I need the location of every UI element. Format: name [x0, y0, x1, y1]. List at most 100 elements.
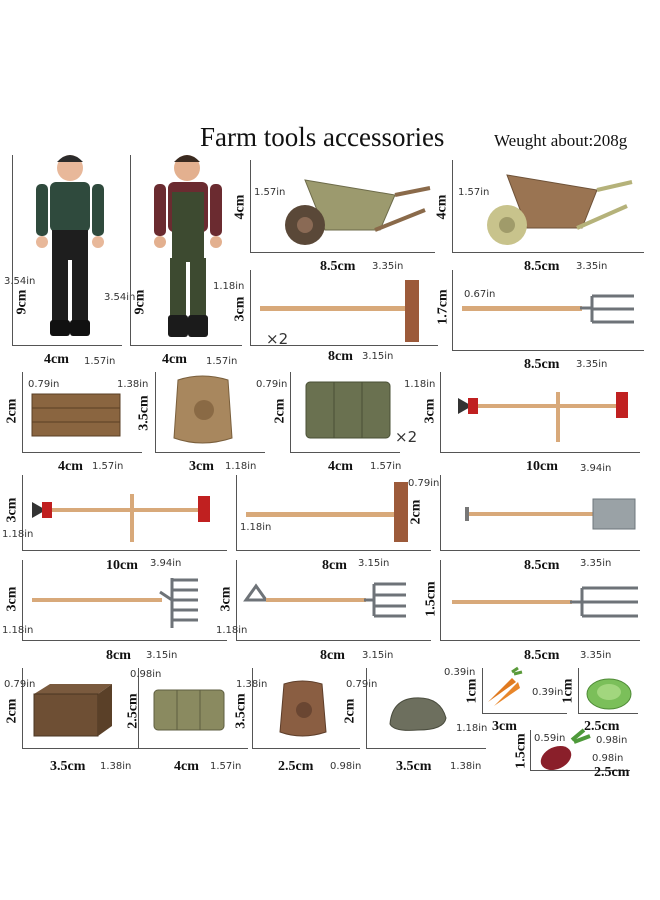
wheelbarrow-icon — [487, 174, 633, 245]
height-label: 1cm — [464, 678, 480, 704]
width-inch-label: 3.15in — [358, 558, 390, 569]
item-rake: 3cm 1.18in 8cm 3.15in — [2, 560, 232, 663]
weight-label: Weught about:208g — [494, 131, 628, 150]
height-label: 2cm — [342, 698, 358, 724]
width-label: 8.5cm — [524, 648, 560, 663]
height-label: 3cm — [232, 296, 248, 322]
width-inch-label: 0.98in — [596, 735, 628, 746]
item-fork-d: 3cm 1.18in 8cm 3.15in — [216, 560, 436, 663]
wheelbarrow-icon — [285, 179, 431, 245]
width-inch-label: 1.57in — [84, 356, 116, 367]
hay-bale-icon — [305, 381, 391, 439]
rock-icon — [389, 697, 447, 731]
width-label: 10cm — [526, 459, 558, 474]
height-inch-label: 0.79in — [28, 379, 60, 390]
item-carrots: 1cm 0.39in 0.39in 3cm 1.18in — [444, 666, 572, 734]
height-inch-label: 0.79in — [346, 679, 378, 690]
height-inch-label: 1.18in — [216, 625, 248, 636]
width-inch-label: 3.35in — [580, 558, 612, 569]
item-fork-long: 1.5cm 8.5cm 3.35in — [424, 560, 645, 663]
width-label: 4cm — [44, 352, 69, 367]
height-inch-label: 1.18in — [404, 379, 436, 390]
beet-icon — [540, 728, 591, 771]
height-inch-label: 0.79in — [256, 379, 288, 390]
width-label: 8cm — [320, 648, 345, 663]
height-inch-label: 0.98in — [130, 669, 162, 680]
width-label: 2.5cm — [278, 759, 314, 774]
width-inch-label: 3.94in — [150, 558, 182, 569]
height-inch-label: 1.57in — [458, 187, 490, 198]
item-farmer-1: 9cm 3.54in 4cm 1.57in 3.54in — [4, 155, 135, 367]
box-icon — [33, 684, 112, 737]
height-label: 3cm — [422, 398, 438, 424]
trimmer-icon — [32, 494, 210, 542]
shovel-icon — [465, 498, 636, 530]
height-label: 1cm — [560, 678, 576, 704]
height-label: 3.5cm — [233, 693, 249, 729]
height-label: 1.5cm — [423, 581, 439, 617]
height-label: 2cm — [272, 398, 288, 424]
height-label: 3cm — [4, 497, 20, 523]
quantity-label: ×2 — [395, 428, 418, 446]
height-label: 4cm — [434, 194, 450, 220]
width-label: 8cm — [328, 349, 353, 364]
push-broom-icon — [246, 482, 408, 542]
broom-icon — [260, 280, 419, 342]
height-label: 1.7cm — [435, 289, 451, 325]
width-label: 8cm — [106, 648, 131, 663]
width-label: 8.5cm — [524, 259, 560, 274]
height-inch-label: 0.79in — [4, 679, 36, 690]
item-crate: 2cm 0.79in 4cm 1.57in — [4, 372, 147, 474]
width-label: 4cm — [328, 459, 353, 474]
height-label: 4cm — [232, 194, 248, 220]
item-beet: 1.5cm 0.59in 0.98in 2.5cm — [514, 728, 640, 790]
quantity-label: ×2 — [266, 330, 289, 348]
fork-icon — [452, 586, 638, 618]
width-label: 4cm — [162, 352, 187, 367]
height-inch-label: 1.38in — [236, 679, 268, 690]
item-shovel: 8.5cm 3.35in — [440, 475, 645, 573]
height-inch-label: 0.79in — [408, 478, 440, 489]
item-hay-small: 2.5cm 0.98in 4cm 1.57in — [126, 668, 250, 774]
width-inch-label: 3.15in — [362, 351, 394, 362]
width-label: 3cm — [492, 719, 517, 734]
trimmer-icon — [458, 392, 628, 442]
hay-bale-icon — [153, 689, 225, 731]
item-sack: 3.5cm 1.38in 3cm 1.18in — [117, 372, 270, 474]
width-inch-label: 1.18in — [456, 723, 488, 734]
height-inch-label: 1.18in — [213, 281, 245, 292]
item-pitchfork-short: 1.7cm 0.67in 8.5cm 3.35in — [436, 270, 647, 372]
height-inch-label: 1.18in — [2, 529, 34, 540]
height-inch-label: 0.59in — [534, 733, 566, 744]
item-lettuce: 1cm 2.5cm 0.98in — [560, 668, 650, 746]
height-inch-label: 0.67in — [464, 289, 496, 300]
width-label: 3cm — [189, 459, 214, 474]
pitchfork-icon — [462, 294, 634, 324]
item-wheelbarrow-2: 4cm 1.57in 8.5cm 3.35in — [434, 160, 647, 274]
side-inch-label: 3.54in — [104, 292, 136, 303]
width-inch-label: 1.38in — [100, 761, 132, 772]
width-label: 2.5cm — [584, 719, 620, 734]
item-trimmer-1: 3cm 1.18in 10cm 3.94in — [404, 372, 645, 474]
width-label: 4cm — [58, 459, 83, 474]
height-inch-label: 1.38in — [117, 379, 149, 390]
farmer-figure — [154, 155, 222, 337]
width-label: 8.5cm — [524, 558, 560, 573]
height-label: 2cm — [4, 698, 20, 724]
width-inch-label: 3.35in — [576, 261, 608, 272]
width-label: 3.5cm — [50, 759, 86, 774]
item-broom: 3cm 1.18in 8cm 3.15in ×2 — [213, 270, 445, 364]
width-inch-label: 1.18in — [225, 461, 257, 472]
width-inch-label: 3.94in — [580, 463, 612, 474]
height-inch-label: 1.57in — [254, 187, 286, 198]
width-label: 4cm — [174, 759, 199, 774]
item-farmer-2: 9cm 4cm 1.57in — [130, 155, 245, 367]
width-label: 10cm — [106, 558, 138, 573]
side-inch-label: 1.18in — [240, 522, 272, 533]
page-title: Farm tools accessories — [200, 122, 445, 152]
side-inch-label: 0.39in — [532, 687, 564, 698]
width-label: 8cm — [322, 558, 347, 573]
farmer-figure — [36, 155, 104, 336]
item-rock: 2cm 0.79in 3.5cm 1.38in — [342, 668, 491, 774]
height-inch-label: 1.18in — [2, 625, 34, 636]
